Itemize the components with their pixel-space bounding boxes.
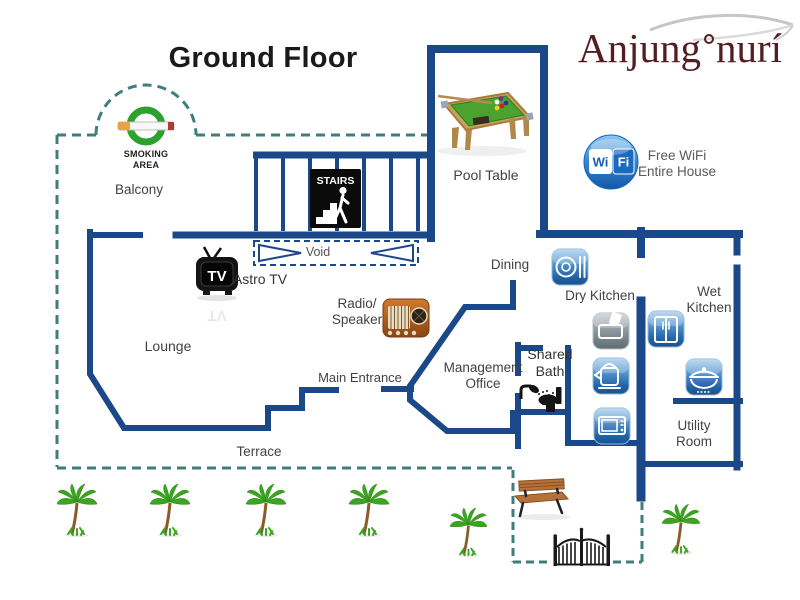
dining-label: Dining <box>490 257 530 272</box>
microwave-icon <box>593 407 631 445</box>
outer-boundary-dashed <box>55 83 512 470</box>
main-entrance-label: Main Entrance <box>318 370 402 385</box>
void-label: Void <box>305 245 331 259</box>
smoking-area-label: SMOKING AREA <box>123 149 169 170</box>
balcony-arch <box>94 83 198 136</box>
wet-kitchen-label: Wet Kitchen <box>686 284 732 315</box>
bench-icon <box>513 478 570 520</box>
void-area <box>253 240 419 266</box>
shared-bath-label: Shared Bath <box>527 346 573 379</box>
fridge-icon <box>647 310 685 348</box>
palm-tree-icon <box>450 506 487 558</box>
logo-part2: nurí <box>715 25 783 71</box>
radio-speaker-label: Radio/ Speaker <box>331 296 383 327</box>
tv-icon-reflection: TV <box>207 307 226 324</box>
dry-kitchen-label: Dry Kitchen <box>565 288 635 303</box>
kettle-icon <box>592 357 630 395</box>
pot-icon <box>685 358 723 396</box>
balcony-label: Balcony <box>114 182 164 197</box>
toaster-icon <box>592 312 630 350</box>
palm-tree-icon <box>57 482 97 538</box>
palm-tree-icon <box>150 482 190 538</box>
pool-table-label: Pool Table <box>453 167 519 183</box>
palm-tree-icon <box>349 482 389 538</box>
tv-icon: TV TV <box>196 246 238 324</box>
wifi-fi-label: Fi <box>618 155 630 170</box>
logo: Anjung nurí <box>562 28 798 69</box>
logo-ring-icon <box>703 34 714 44</box>
utility-room-label: Utility Room <box>675 418 713 449</box>
dishes-icon <box>551 248 589 286</box>
courtyard-boundary <box>511 470 644 564</box>
walls <box>87 45 743 502</box>
wifi-caption: Free WiFi Entire House <box>637 148 717 179</box>
toilet-icon <box>538 387 562 412</box>
astro-tv-label: Astro TV <box>232 271 288 287</box>
smoking-area-icon <box>117 106 175 146</box>
logo-part1: Anjung <box>577 25 701 71</box>
terrace-label: Terrace <box>236 444 282 459</box>
palm-tree-icon <box>246 482 286 538</box>
lounge-label: Lounge <box>144 338 192 354</box>
wifi-icon: Wi Fi <box>583 134 639 190</box>
gate-icon <box>553 527 610 566</box>
pool-table-icon <box>437 91 534 156</box>
tv-icon-label: TV <box>207 268 226 285</box>
page-title: Ground Floor <box>168 42 358 74</box>
radio-icon <box>382 298 430 338</box>
palm-tree-icon <box>662 502 700 556</box>
stairs-sign-label: STAIRS <box>317 175 355 187</box>
management-office-label: Management Office <box>443 360 523 391</box>
stairs-sign-icon: STAIRS <box>310 169 361 228</box>
wifi-wi-label: Wi <box>593 155 609 170</box>
